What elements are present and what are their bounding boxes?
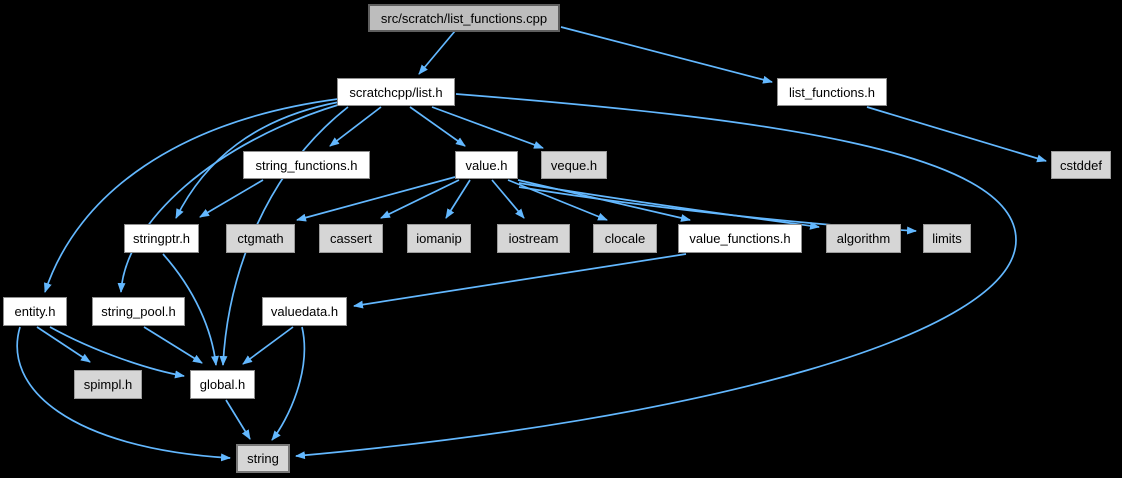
edge-stringptr_h-to-global_h [162,253,219,366]
edge-valuedata_h-to-string [271,326,306,441]
node-cpp: src/scratch/list_functions.cpp [368,4,560,32]
node-ctgmath: ctgmath [226,224,295,253]
node-valuedata-h[interactable]: valuedata.h [262,297,347,326]
edge-value_h-to-clocale [507,179,608,221]
edge-list_h-to-stringptr_h [175,101,340,219]
edge-value_functions_h-to-valuedata_h [353,253,687,309]
edge-list_h-to-value_h [409,106,466,147]
edge-string_pool_h-to-global_h [143,326,203,364]
node-spimpl-h: spimpl.h [74,370,142,399]
node-string: string [236,444,290,473]
edge-entity_h-to-string [16,326,231,462]
node-string-pool-h[interactable]: string_pool.h [92,297,185,326]
edge-global_h-to-string [225,399,251,440]
node-limits: limits [923,224,971,253]
edge-value_h-to-iomanip [445,179,471,219]
edge-value_h-to-ctgmath [296,176,456,222]
edge-valuedata_h-to-global_h [242,326,294,365]
node-clocale: clocale [593,224,657,253]
edge-entity_h-to-global_h [49,326,185,379]
node-value-functions-h[interactable]: value_functions.h [678,224,802,253]
edge-cpp-to-list_h [418,30,456,75]
edge-entity_h-to-spimpl_h [36,326,91,363]
node-cstddef: cstddef [1051,151,1111,179]
edge-list_functions_h-to-cstddef [866,106,1047,163]
node-string-functions-h[interactable]: string_functions.h [243,151,370,179]
edge-string_functions_h-to-stringptr_h [199,179,264,218]
node-cassert: cassert [319,224,383,253]
edge-value_h-to-iostream [491,179,525,219]
node-algorithm: algorithm [826,224,901,253]
edge-list_h-to-string_pool_h [117,103,342,293]
node-iostream: iostream [497,224,570,253]
node-list-functions-h[interactable]: list_functions.h [777,78,887,106]
edge-list_h-to-string [295,93,1017,460]
node-value-h[interactable]: value.h [455,151,518,179]
edge-list_h-to-entity_h [44,98,339,293]
node-iomanip: iomanip [407,224,471,253]
edge-list_h-to-string_functions_h [329,106,382,147]
edge-list_h-to-veque_h [431,106,544,149]
node-list-h[interactable]: scratchcpp/list.h [337,78,455,106]
node-entity-h[interactable]: entity.h [3,297,67,326]
edge-cpp-to-list_functions_h [560,26,773,84]
node-global-h[interactable]: global.h [190,370,255,399]
edge-value_h-to-cassert [380,179,460,219]
node-stringptr-h[interactable]: stringptr.h [124,224,199,253]
node-veque-h: veque.h [541,151,607,179]
edge-value_h-to-algorithm [518,182,820,230]
